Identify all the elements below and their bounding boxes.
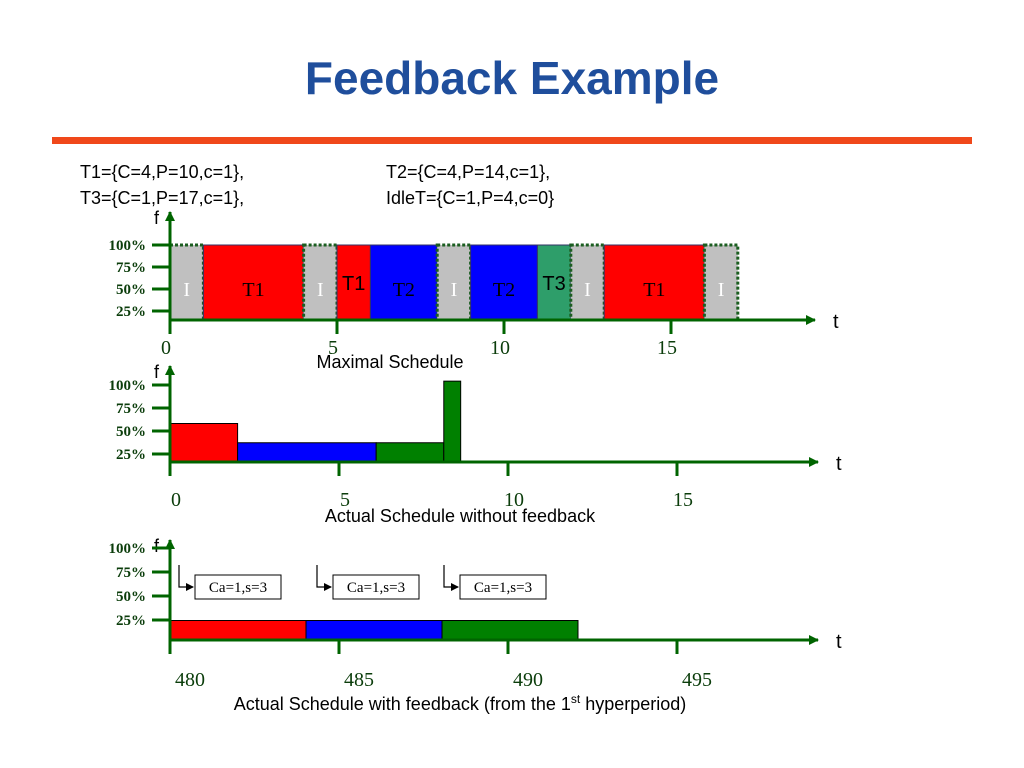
task-def-t3: T3={C=1,P=17,c=1},	[80, 188, 245, 208]
block-label: I	[718, 279, 725, 301]
task-block-t2	[369, 244, 438, 321]
x-axis-label: t	[836, 453, 842, 475]
slide-title: Feedback Example	[304, 52, 720, 104]
annotation-arrow	[316, 565, 332, 591]
task-def-t1: T1={C=4,P=10,c=1},	[80, 162, 245, 182]
y-tick-label: 25%	[116, 304, 146, 320]
block-label: T1	[242, 279, 264, 301]
y-tick-label: 50%	[116, 424, 146, 440]
y-tick-label: 75%	[116, 401, 146, 417]
task-block-t2	[237, 442, 377, 463]
annotation-label: Ca=1,s=3	[209, 580, 267, 596]
y-tick-label: 50%	[116, 282, 146, 298]
caption-without-feedback: Actual Schedule without feedback	[325, 506, 596, 526]
block-label: T2	[393, 279, 415, 301]
y-tick-label: 25%	[116, 447, 146, 463]
x-tick-label: 10	[490, 337, 510, 359]
task-block-t3	[441, 620, 579, 641]
x-tick-label: 5	[340, 489, 350, 511]
task-block-t1	[336, 244, 371, 321]
y-axis-label: f	[154, 536, 160, 556]
x-tick-label: 15	[673, 489, 693, 511]
task-def-t2: T2={C=4,P=14,c=1},	[386, 162, 551, 182]
x-tick-label: 15	[657, 337, 677, 359]
idle-block	[702, 243, 740, 322]
y-tick-label: 75%	[116, 565, 146, 581]
x-tick-label: 485	[344, 669, 374, 691]
y-tick-label: 25%	[116, 613, 146, 629]
caption-with-feedback: Actual Schedule with feedback (from the …	[234, 692, 687, 714]
annotation-box	[332, 574, 420, 600]
title-rule	[52, 137, 972, 144]
panel-maximal-schedule: I T1 I T1 T2 I T2 T3 I T1 If t 100% 75% 50% 25% 0 5 10 15Ma…	[109, 208, 840, 372]
block-label: T1	[643, 279, 665, 301]
annotation-label: Ca=1,s=3	[347, 580, 405, 596]
x-axis-label: t	[836, 631, 842, 653]
block-label: I	[451, 279, 458, 301]
annotation-box	[194, 574, 282, 600]
caption-end: hyperperiod)	[580, 694, 686, 714]
x-axis-label: t	[833, 311, 839, 333]
block-label: T2	[493, 279, 515, 301]
x-tick-label: 480	[175, 669, 205, 691]
annotation-label: Ca=1,s=3	[474, 580, 532, 596]
x-tick-label: 490	[513, 669, 543, 691]
block-label: T3	[542, 273, 565, 295]
x-tick-label: 10	[504, 489, 524, 511]
y-tick-label: 100%	[109, 378, 147, 394]
task-block-t3	[375, 442, 445, 463]
block-label: I	[584, 279, 591, 301]
x-tick-label: 0	[161, 337, 171, 359]
y-tick-label: 100%	[109, 238, 147, 254]
task-block-t3	[536, 244, 572, 321]
x-tick-label: 495	[682, 669, 712, 691]
task-block-t1	[202, 244, 305, 321]
annotation-arrow	[443, 565, 459, 591]
x-tick-label: 5	[328, 337, 338, 359]
y-tick-label: 75%	[116, 260, 146, 276]
panel-with-feedback: f t 100% 75% 50% 25% 480 485 490 495 Ca=1,s=3 Ca=1,…	[109, 536, 843, 714]
caption-superscript: st	[571, 692, 581, 706]
task-def-idle: IdleT={C=1,P=4,c=0}	[386, 188, 555, 208]
y-axis-label: f	[154, 208, 160, 228]
annotation-box	[459, 574, 547, 600]
x-tick-label: 0	[171, 489, 181, 511]
y-tick-label: 50%	[116, 589, 146, 605]
block-label: T1	[342, 273, 365, 295]
task-block-t3	[443, 380, 462, 463]
task-block-t1	[169, 423, 239, 463]
task-block-t2	[470, 244, 538, 321]
block-label: I	[183, 279, 190, 301]
block-label: I	[317, 279, 324, 301]
caption-maximal: Maximal Schedule	[316, 352, 463, 372]
task-block-t2	[305, 620, 443, 641]
y-axis-label: f	[154, 362, 160, 382]
task-block-t1	[603, 244, 705, 321]
annotation-arrow	[178, 565, 194, 591]
y-tick-label: 100%	[109, 541, 147, 557]
caption-main: Actual Schedule with feedback (from the …	[234, 694, 571, 714]
task-block-t1	[169, 620, 307, 641]
